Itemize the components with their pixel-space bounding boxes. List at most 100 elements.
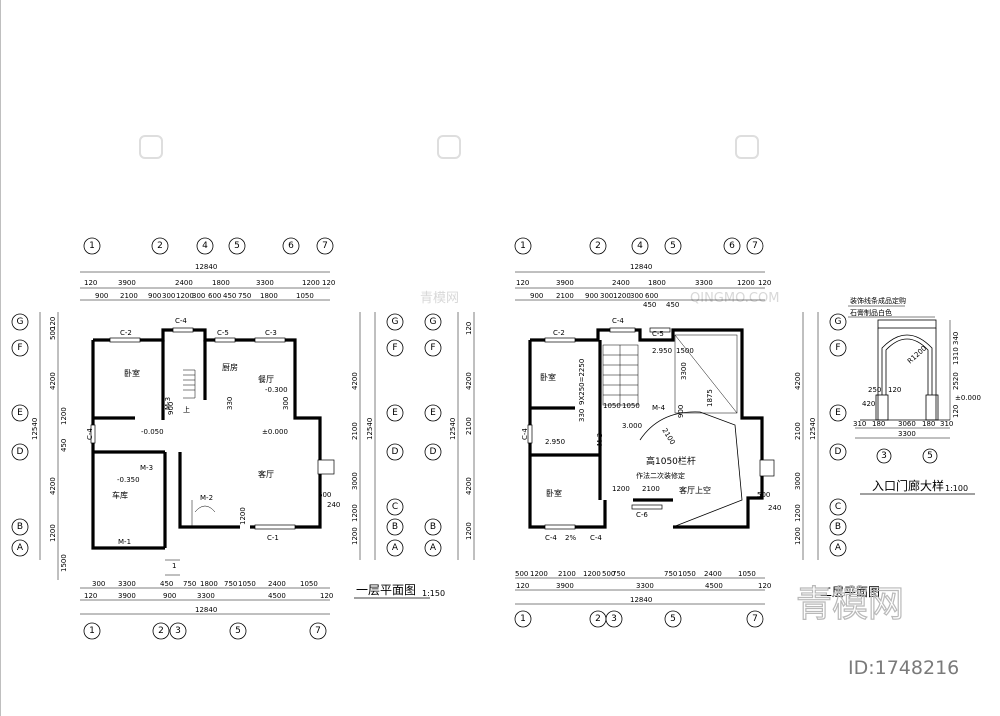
dimension-left-2: 12540 120 4200 2100 4200 1200 — [449, 312, 475, 560]
level-mark: 2.950 — [545, 438, 565, 446]
dim: 120 — [758, 582, 771, 590]
watermark-layer: 青模网 QINGMO.COM — [139, 135, 779, 306]
room-label: 客厅 — [258, 469, 274, 479]
plan-title: 一层平面图 — [356, 583, 416, 597]
grid-label: B — [835, 522, 841, 532]
plan-1-floor: 1 2 4 5 6 7 12840 120 3900 2400 1800 330… — [11, 237, 445, 640]
note: 1875 — [706, 389, 714, 407]
grid-label: A — [835, 543, 842, 553]
grid-label: 5 — [670, 614, 676, 624]
grid-label: B — [392, 522, 398, 532]
dimension-right-2: 12540 4200 2100 3000 1200 1200 — [794, 312, 819, 560]
dim: 250 — [868, 386, 881, 394]
level-mark: -0.350 — [117, 476, 140, 484]
detail-title: 入口门廊大样 — [872, 478, 944, 493]
dim: 1050 — [738, 570, 756, 578]
dim: 2100 — [120, 292, 138, 300]
note: 900 — [677, 405, 685, 418]
dim: 3300 — [695, 279, 713, 287]
dim: 180 — [922, 420, 935, 428]
door-label: M-1 — [118, 538, 131, 546]
dim: 3300 — [636, 582, 654, 590]
dim: 1200 — [583, 570, 601, 578]
dim: 300 — [630, 292, 643, 300]
window-label: C-4 — [175, 317, 187, 325]
grid-label: 7 — [322, 241, 328, 251]
grid-label: G — [392, 317, 399, 327]
note: 3300 — [680, 362, 688, 380]
dim: 500 — [49, 327, 57, 340]
detail-note: 装饰线条成品定购 — [850, 296, 906, 305]
grid-label: D — [835, 447, 842, 457]
grid-label: 5 — [670, 241, 676, 251]
note: 2% — [565, 534, 576, 542]
grid-bubbles-right: G F E D C B A — [386, 313, 404, 557]
dim: 120 — [320, 592, 333, 600]
grid-label: 2 — [595, 241, 601, 251]
dim: 300 — [92, 580, 105, 588]
grid-label: F — [392, 343, 397, 353]
watermark-logo-icon — [139, 135, 759, 159]
grid-label: E — [835, 408, 841, 418]
watermark-big: 青模网 — [796, 584, 904, 625]
grid-bubbles-left: G F E D B A — [11, 313, 29, 557]
dim: 500 — [602, 570, 615, 578]
grid-label: 3 — [881, 451, 887, 461]
note: 600 — [318, 491, 331, 499]
room-label: 卧室 — [124, 368, 140, 378]
room-label: 车库 — [112, 490, 128, 500]
dim: 3900 — [556, 582, 574, 590]
note: 500 — [757, 491, 770, 499]
note: 240 — [768, 504, 781, 512]
grid-label: 2 — [158, 626, 164, 636]
grid-bubbles-top-2: 1 2 4 5 6 7 — [514, 237, 764, 255]
dimension-top-2: 12840 120 3900 2400 1800 3300 1200 120 9… — [515, 263, 771, 309]
dim: 3060 — [898, 420, 916, 428]
railing-note: 作法二次装修定 — [636, 471, 685, 480]
stair-2 — [602, 344, 639, 406]
grid-label: C — [392, 502, 398, 512]
grid-label: 6 — [288, 241, 294, 251]
grid-label: G — [430, 317, 437, 327]
dim: 310 — [853, 420, 866, 428]
dim: 1310 — [952, 347, 960, 365]
door-label: M-3 — [140, 464, 153, 472]
grid-label: F — [835, 343, 840, 353]
porch-detail: 装饰线条成品定购 石膏制品白色 R1200 340 1310 2520 120 … — [848, 296, 981, 495]
window-label: C-4 — [521, 428, 529, 440]
grid-label: 5 — [235, 626, 241, 636]
note: 1200 — [612, 485, 630, 493]
note: 1200 — [239, 507, 247, 525]
dim: 1200 — [176, 292, 194, 300]
dim: 750 — [664, 570, 677, 578]
grid-label: F — [17, 343, 22, 353]
dim: 900 — [530, 292, 543, 300]
dim: 2100 — [558, 570, 576, 578]
dim: 500 — [515, 570, 528, 578]
dim: 4500 — [705, 582, 723, 590]
railing-label: 高1050栏杆 — [646, 455, 696, 467]
grid-label: F — [430, 343, 435, 353]
room-label: 客厅上空 — [679, 485, 711, 495]
dim: 2100 — [794, 422, 802, 440]
dim: 450 — [666, 301, 679, 309]
dim-total: 12840 — [195, 263, 217, 271]
level-mark: -0.300 — [265, 386, 288, 394]
grid-label: 4 — [202, 241, 208, 251]
note: 2100 — [642, 485, 660, 493]
dim: 600 — [208, 292, 221, 300]
dim: 1200 — [351, 527, 359, 545]
dim: 3900 — [556, 279, 574, 287]
dim: 1200 — [49, 524, 57, 542]
dim: 1800 — [260, 292, 278, 300]
dim: 340 — [952, 332, 960, 345]
dim: 3900 — [118, 279, 136, 287]
grid-label: D — [17, 447, 24, 457]
dim: 120 — [465, 322, 473, 335]
note: 1050 — [622, 402, 640, 410]
dim: 4200 — [49, 477, 57, 495]
dim: 900 — [585, 292, 598, 300]
window-label: C-3 — [265, 329, 277, 337]
dim: 3900 — [118, 592, 136, 600]
dim: 1200 — [530, 570, 548, 578]
